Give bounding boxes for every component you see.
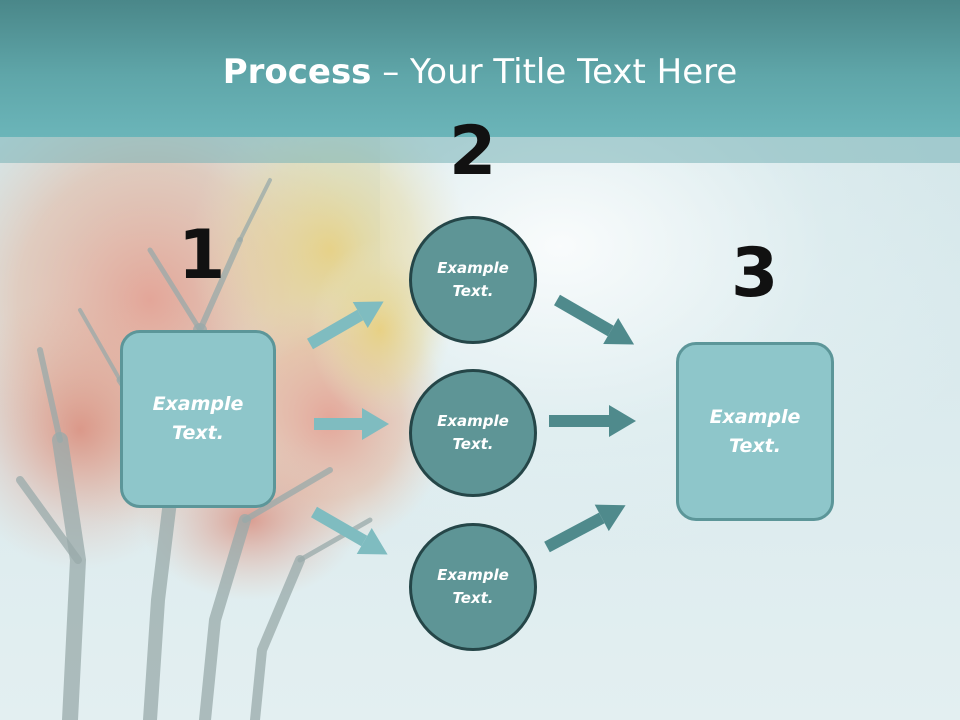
stage-2-top-label: Example Text. bbox=[437, 259, 509, 300]
stage-1-box: Example Text. bbox=[120, 330, 276, 508]
slide-title: Process – Your Title Text Here bbox=[0, 52, 960, 92]
stage-2-bottom-label: Example Text. bbox=[437, 566, 509, 607]
arrow-box-to-circle-middle bbox=[314, 408, 389, 440]
arrow-circle-bottom-to-box bbox=[544, 504, 626, 553]
stage-2-circle-middle: Example Text. bbox=[409, 369, 537, 497]
arrow-circle-top-to-box bbox=[554, 294, 635, 345]
arrow-box-to-circle-bottom bbox=[311, 506, 388, 555]
stage-3-box: Example Text. bbox=[676, 342, 834, 521]
title-strip bbox=[0, 137, 960, 163]
stage-2-circle-bottom: Example Text. bbox=[409, 523, 537, 651]
stage-3-label: Example Text. bbox=[709, 405, 801, 457]
title-bar bbox=[0, 0, 960, 137]
stage-2-middle-label: Example Text. bbox=[437, 412, 509, 453]
arrow-box-to-circle-top bbox=[307, 301, 384, 350]
step-number-3: 3 bbox=[731, 234, 779, 313]
step-number-2: 2 bbox=[449, 112, 497, 191]
arrow-circle-middle-to-box bbox=[549, 405, 636, 437]
stage-2-circle-top: Example Text. bbox=[409, 216, 537, 344]
title-bold: Process bbox=[222, 52, 372, 92]
title-rest: – Your Title Text Here bbox=[371, 52, 738, 92]
stage-1-label: Example Text. bbox=[152, 393, 244, 444]
step-number-1: 1 bbox=[178, 216, 226, 295]
